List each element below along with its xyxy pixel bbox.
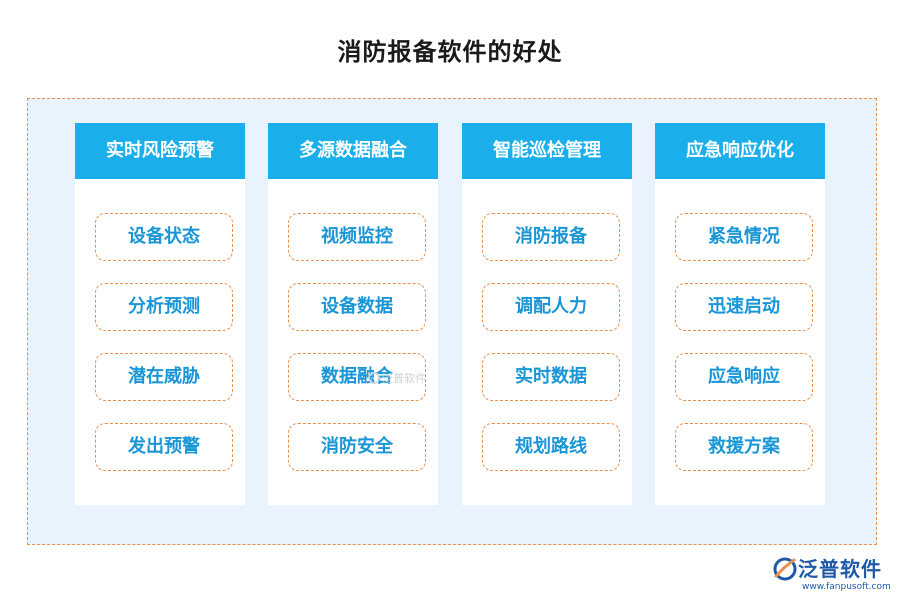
column-item: 发出预警 — [95, 423, 233, 471]
column-item: 规划路线 — [482, 423, 620, 471]
column-item: 救援方案 — [675, 423, 813, 471]
column-item: 迅速启动 — [675, 283, 813, 331]
logo-url: www.fanpusoft.com — [802, 582, 891, 592]
watermark-logo-icon — [368, 372, 380, 384]
column-emergency-response-optimization: 应急响应优化 紧急情况 迅速启动 应急响应 救援方案 — [655, 123, 825, 505]
column-item: 调配人力 — [482, 283, 620, 331]
column-header: 应急响应优化 — [655, 123, 825, 179]
logo-name: 泛普软件 — [798, 557, 882, 581]
brand-logo: 泛普软件 www.fanpusoft.com — [772, 552, 892, 596]
column-item: 分析预测 — [95, 283, 233, 331]
watermark: 泛普软件 — [368, 370, 426, 386]
column-item: 设备数据 — [288, 283, 426, 331]
column-header: 实时风险预警 — [75, 123, 245, 179]
fanpu-logo-icon — [773, 557, 797, 581]
column-item: 消防报备 — [482, 213, 620, 261]
column-item: 潜在威胁 — [95, 353, 233, 401]
column-item: 消防安全 — [288, 423, 426, 471]
column-realtime-risk-warning: 实时风险预警 设备状态 分析预测 潜在威胁 发出预警 — [75, 123, 245, 505]
column-header: 多源数据融合 — [268, 123, 438, 179]
column-multisource-data-fusion: 多源数据融合 视频监控 设备数据 数据融合 消防安全 — [268, 123, 438, 505]
watermark-text: 泛普软件 — [382, 372, 426, 385]
column-header: 智能巡检管理 — [462, 123, 632, 179]
column-item: 设备状态 — [95, 213, 233, 261]
column-item: 视频监控 — [288, 213, 426, 261]
column-item: 应急响应 — [675, 353, 813, 401]
column-item: 紧急情况 — [675, 213, 813, 261]
column-item: 实时数据 — [482, 353, 620, 401]
page-title: 消防报备软件的好处 — [337, 38, 563, 66]
column-smart-inspection-management: 智能巡检管理 消防报备 调配人力 实时数据 规划路线 — [462, 123, 632, 505]
